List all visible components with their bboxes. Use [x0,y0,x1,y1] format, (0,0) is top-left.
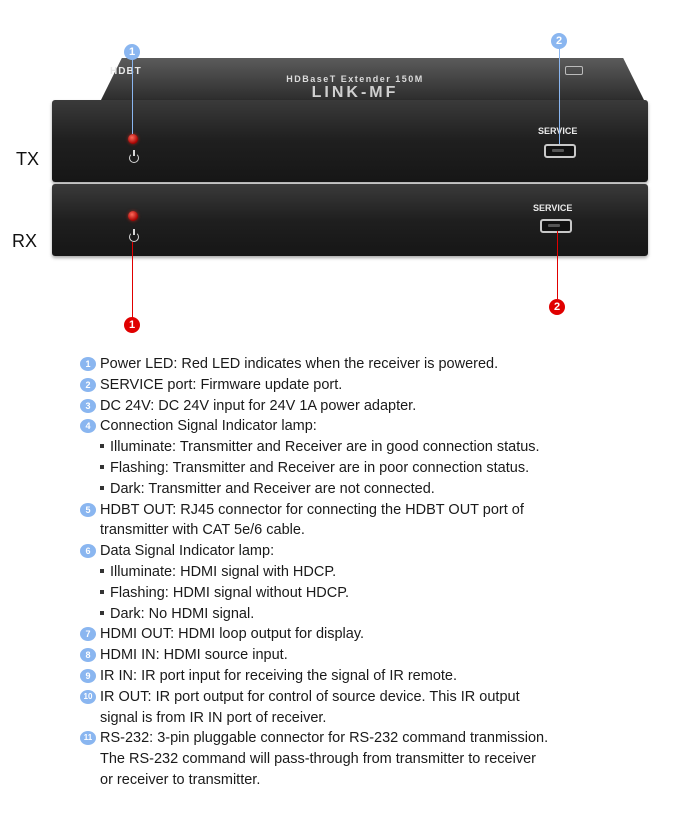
legend-number-badge: 7 [80,627,96,642]
legend-sub-item-text: Flashing: HDMI signal without HDCP. [110,584,350,601]
legend-item-continuation: or receiver to transmitter. [100,771,261,788]
bullet-icon [100,485,104,490]
legend-sub-item: Dark: Transmitter and Receiver are not c… [80,479,670,500]
tx-power-led-icon [128,134,138,144]
tx-service-port-icon [544,144,576,158]
callout-badge-tx-service: 2 [551,33,567,49]
legend-sub-item-text: Illuminate: Transmitter and Receiver are… [110,439,540,456]
callout-badge-tx-power: 1 [124,44,140,60]
legend-item-text: HDBT OUT: RJ45 connector for connecting … [100,501,524,518]
tx-service-label: SERVICE [538,126,578,136]
legend-sub-item-text: Flashing: Transmitter and Receiver are i… [110,459,530,476]
legend-list: 1 Power LED: Red LED indicates when the r… [80,354,670,791]
legend-item: 9 IR IN: IR port input for receiving the … [80,666,670,687]
tx-power-symbol-icon [129,150,139,163]
device-top-title: HDBaseT Extender 150M [286,74,424,84]
legend-sub-item: Flashing: HDMI signal without HDCP. [80,583,670,604]
legend-number-badge: 8 [80,648,96,663]
legend-item-text: DC 24V: DC 24V input for 24V 1A power ad… [100,397,417,414]
callout-line-rx-power [132,242,133,318]
callout-line-tx-power [132,60,133,134]
legend-number-badge: 10 [80,689,96,704]
rx-label: RX [12,231,38,251]
brand-logo: HDBT [110,66,142,77]
legend-sub-item: Flashing: Transmitter and Receiver are i… [80,458,670,479]
legend-item-text: RS-232: 3-pin pluggable connector for RS… [100,730,549,747]
legend-number-badge: 5 [80,502,96,517]
legend-item-text: HDMI IN: HDMI source input. [100,647,288,664]
legend-item-text: SERVICE port: Firmware update port. [100,376,343,393]
legend-item-continuation: transmitter with CAT 5e/6 cable. [100,522,305,539]
callout-badge-rx-service: 2 [549,299,565,315]
legend-sub-item: Illuminate: Transmitter and Receiver are… [80,437,670,458]
tx-label: TX [16,149,40,169]
legend-number-badge: 11 [80,731,96,746]
legend-item: 2 SERVICE port: Firmware update port. [80,375,670,396]
legend-item: 8 HDMI IN: HDMI source input. [80,645,670,666]
tx-top-panel [100,58,645,102]
legend-number-badge: 2 [80,377,96,392]
legend-number-badge: 1 [80,357,96,371]
bullet-icon [100,569,104,574]
callout-line-tx-service [559,48,560,144]
legend-item: 7 HDMI OUT: HDMI loop output for display. [80,624,670,645]
rx-power-led-icon [128,211,138,221]
rx-service-port-icon [540,219,572,233]
legend-item: 10 IR OUT: IR port output for control of … [80,687,670,708]
tx-front-panel [52,100,648,182]
legend-item: 6 Data Signal Indicator lamp: [80,541,670,562]
legend-number-badge: 6 [80,544,96,559]
legend-item-text: IR OUT: IR port output for control of so… [100,688,520,705]
callout-line-rx-service [557,231,558,299]
legend-sub-item-text: Dark: Transmitter and Receiver are not c… [110,480,435,497]
legend-sub-item: Illuminate: HDMI signal with HDCP. [80,562,670,583]
legend-item: 1 Power LED: Red LED indicates when the r… [80,354,670,375]
legend-sub-item-text: Dark: No HDMI signal. [110,605,255,622]
legend-item-continuation: The RS-232 command will pass-through fro… [100,751,536,768]
legend-item: 3 DC 24V: DC 24V input for 24V 1A power a… [80,396,670,417]
legend-sub-item: Dark: No HDMI signal. [80,604,670,625]
bullet-icon [100,465,104,470]
legend-item-text: Data Signal Indicator lamp: [100,543,275,560]
device-model-name: LINK-MF [311,84,399,101]
legend-item: 5 HDBT OUT: RJ45 connector for connecting… [80,500,670,521]
legend-item-text: IR IN: IR port input for receiving the s… [100,667,458,684]
legend-number-badge: 4 [80,419,96,434]
legend-number-badge: 3 [80,398,96,413]
legend-item-continuation: signal is from IR IN port of receiver. [100,709,327,726]
rx-service-label: SERVICE [533,203,573,213]
top-badge-icon [565,66,583,75]
legend-item-text: HDMI OUT: HDMI loop output for display. [100,626,365,643]
legend-item: 11 RS-232: 3-pin pluggable connector for … [80,728,670,749]
bullet-icon [100,589,104,594]
bullet-icon [100,444,104,449]
legend-number-badge: 9 [80,668,96,683]
legend-item-text: Connection Signal Indicator lamp: [100,418,317,435]
legend-item-text: Power LED: Red LED indicates when the re… [100,356,499,372]
legend-sub-item-text: Illuminate: HDMI signal with HDCP. [110,563,337,580]
callout-badge-rx-power: 1 [124,317,140,333]
bullet-icon [100,610,104,615]
rx-power-symbol-icon [129,229,139,242]
legend-item: 4 Connection Signal Indicator lamp: [80,416,670,437]
